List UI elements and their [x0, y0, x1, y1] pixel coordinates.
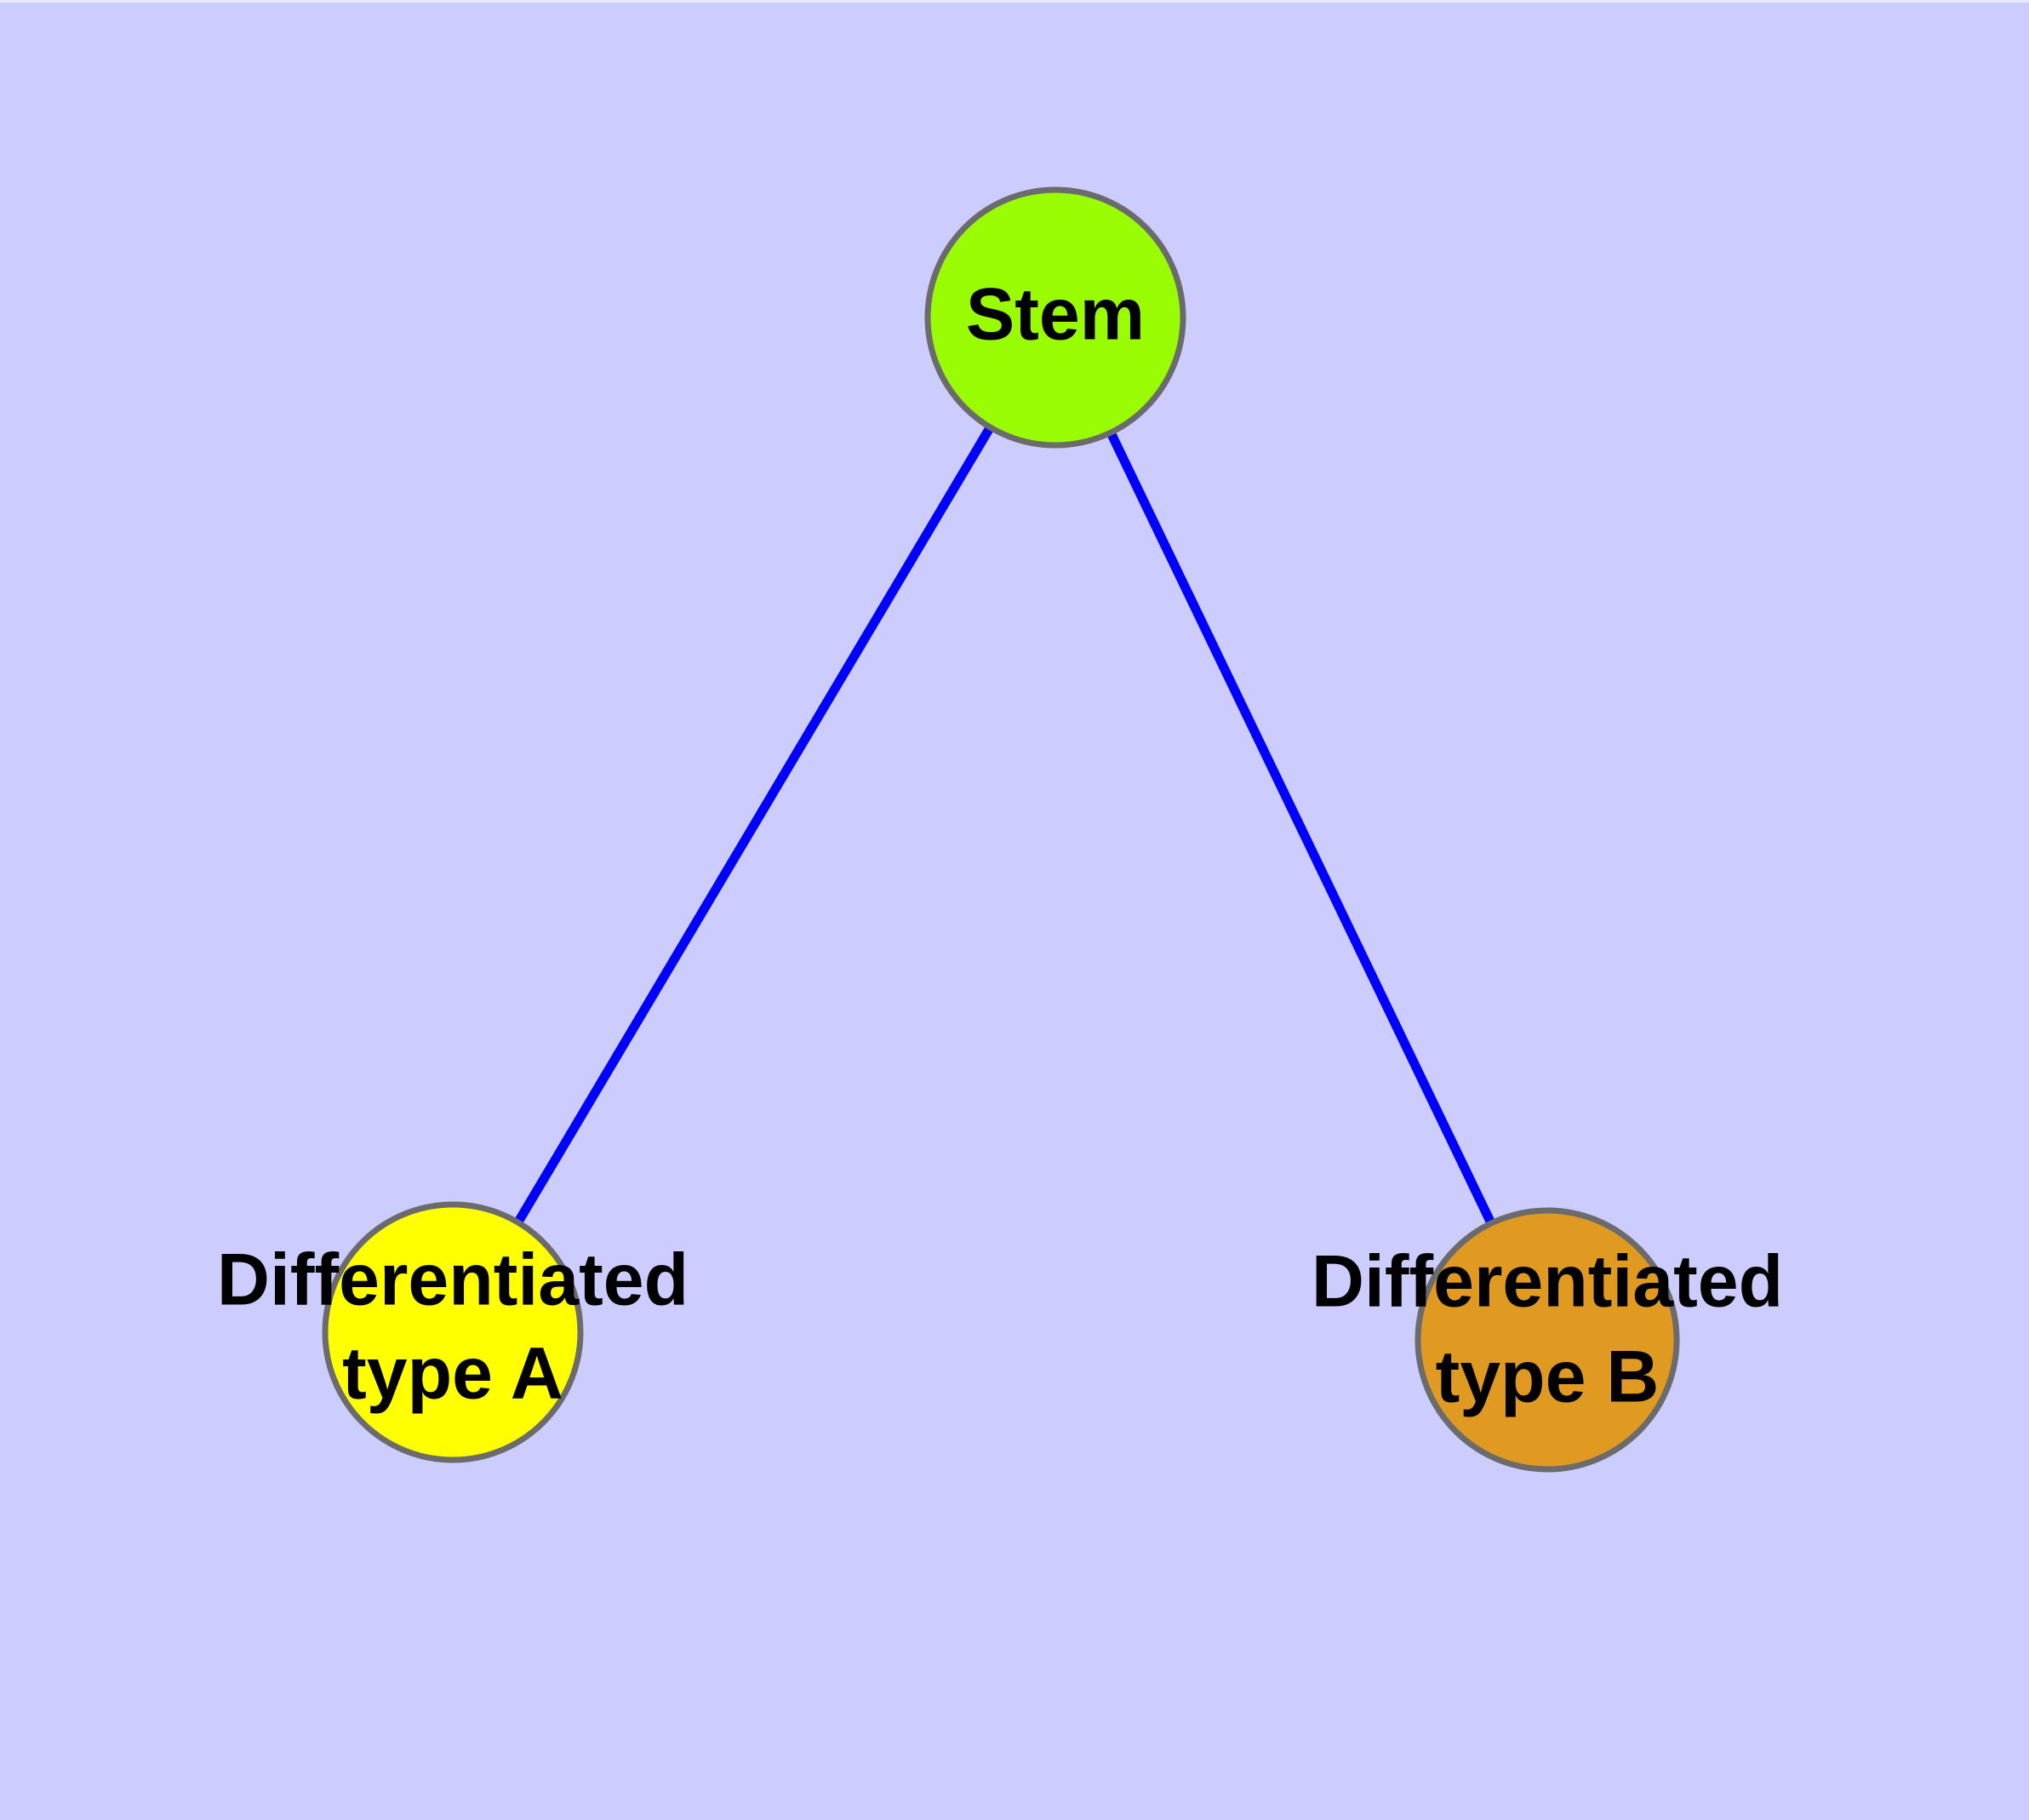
node-diff-a-circle[interactable] — [322, 1201, 584, 1463]
node-diff-b-label-line-1: Differentiated — [1312, 1241, 1783, 1323]
node-diff-a[interactable]: Differentiated type A — [217, 1201, 689, 1463]
node-stem-circle[interactable] — [924, 186, 1186, 449]
node-stem-label: Stem — [966, 274, 1145, 356]
node-diff-b-label-line-2: type B — [1436, 1336, 1660, 1418]
node-diff-a-label-line-1: Differentiated — [217, 1239, 689, 1321]
edge-stem-to-diff-b[interactable] — [1051, 315, 1552, 1342]
node-diff-b-circle[interactable] — [1415, 1207, 1680, 1473]
node-diff-b[interactable]: Differentiated type B — [1312, 1207, 1783, 1473]
node-diff-a-label-line-2: type A — [342, 1333, 563, 1415]
edge-layer — [449, 315, 1552, 1342]
edge-stem-to-diff-a[interactable] — [449, 315, 1060, 1335]
node-layer: Stem Differentiated type A Differentiate… — [217, 186, 1783, 1473]
node-stem[interactable]: Stem — [924, 186, 1186, 449]
